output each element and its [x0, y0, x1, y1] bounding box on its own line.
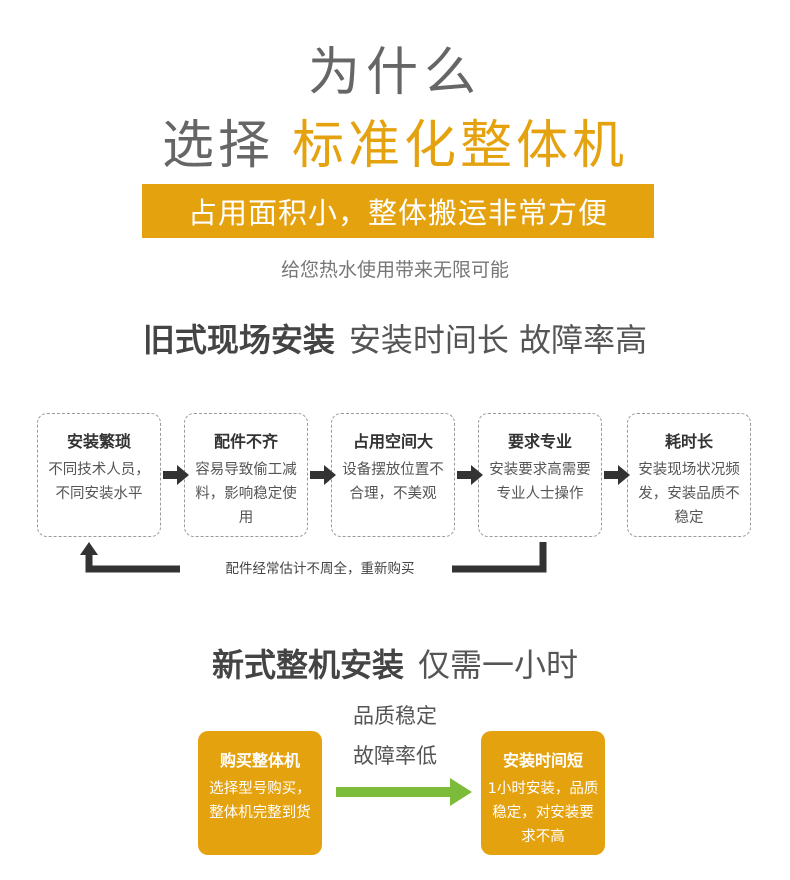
new-step-title: 购买整体机	[219, 751, 300, 770]
old-step-title: 占用空间大	[352, 432, 433, 451]
old-install-heading-bold: 旧式现场安装	[142, 321, 335, 359]
new-step-desc: 1小时安装，品质稳定，对安装要求不高	[487, 781, 599, 845]
mid-label-1: 品质稳定	[353, 704, 437, 728]
title-line-1: 为什么	[307, 43, 482, 103]
old-step-title: 耗时长	[664, 432, 713, 451]
title-line-2: 选择标准化整体机	[0, 103, 790, 178]
old-step-desc: 安装要求高需要专业人士操作	[489, 462, 591, 502]
old-step-title: 安装繁琐	[66, 432, 131, 451]
old-step-title: 配件不齐	[213, 432, 278, 451]
new-step-title: 安装时间短	[502, 751, 583, 770]
old-install-heading: 旧式现场安装安装时间长 故障率高	[0, 315, 790, 361]
old-step-desc: 设备摆放位置不合理，不美观	[342, 462, 444, 502]
old-step-4: 要求专业 安装要求高需要专业人士操作	[478, 413, 602, 537]
title-line-2-highlight: 标准化整体机	[292, 116, 629, 176]
new-step-desc: 选择型号购买，整体机完整到货	[209, 781, 311, 821]
title-line-2-prefix: 选择	[161, 116, 274, 176]
arrow-right-icon	[604, 465, 630, 485]
arrow-right-icon	[163, 465, 189, 485]
old-step-desc: 不同技术人员，不同安装水平	[48, 462, 150, 502]
new-step-install: 安装时间短 1小时安装，品质稳定，对安装要求不高	[481, 731, 605, 855]
green-arrow-right-icon	[336, 778, 472, 806]
old-step-2: 配件不齐 容易导致偷工减料，影响稳定使用	[184, 413, 308, 537]
old-step-1: 安装繁琐 不同技术人员，不同安装水平	[37, 413, 161, 537]
new-step-buy: 购买整体机 选择型号购买，整体机完整到货	[198, 731, 322, 855]
arrow-right-icon	[310, 465, 336, 485]
old-step-5: 耗时长 安装现场状况频发，安装品质不稳定	[627, 413, 751, 537]
mid-label-2: 故障率低	[353, 744, 437, 768]
old-step-desc: 容易导致偷工减料，影响稳定使用	[195, 462, 297, 526]
loop-back-arrow-icon	[80, 542, 547, 573]
old-install-heading-rest: 安装时间长 故障率高	[348, 321, 648, 359]
subtitle: 给您热水使用带来无限可能	[280, 259, 509, 281]
arrow-right-icon	[457, 465, 483, 485]
old-step-title: 要求专业	[507, 432, 572, 451]
old-step-desc: 安装现场状况频发，安装品质不稳定	[638, 462, 740, 526]
new-install-heading: 新式整机安装仅需一小时	[0, 640, 790, 686]
old-step-3: 占用空间大 设备摆放位置不合理，不美观	[331, 413, 455, 537]
loop-note: 配件经常估计不周全，重新购买	[225, 561, 415, 577]
highlight-banner: 占用面积小，整体搬运非常方便	[142, 184, 654, 238]
new-install-heading-rest: 仅需一小时	[418, 646, 579, 684]
new-install-heading-bold: 新式整机安装	[211, 646, 404, 684]
